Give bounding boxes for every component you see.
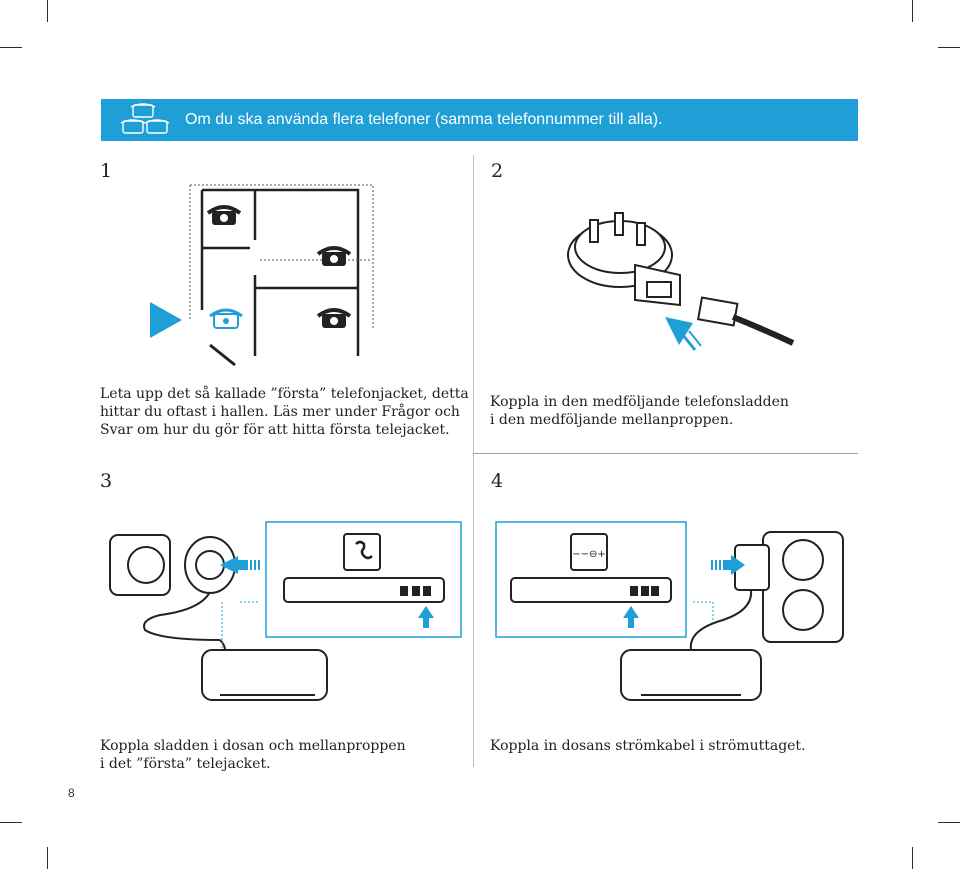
phones-icon bbox=[120, 103, 170, 134]
door-line bbox=[209, 343, 236, 367]
connect-box-illustration bbox=[109, 521, 462, 701]
caption-line: i det ”första” telejacket. bbox=[100, 756, 271, 772]
caption-line: i den medföljande mellanproppen. bbox=[490, 412, 734, 428]
header-banner: Om du ska använda flera telefoner (samma… bbox=[101, 99, 858, 141]
phone-icon bbox=[316, 246, 352, 266]
step-number-2: 2 bbox=[491, 160, 504, 182]
crop-mark bbox=[0, 822, 22, 823]
crop-mark bbox=[912, 0, 913, 22]
crop-mark bbox=[47, 847, 48, 869]
caption-line: Svar om hur du gör för att hitta första … bbox=[100, 422, 450, 438]
power-adapter-illustration: −−⊖+ bbox=[495, 521, 844, 701]
caption-line: Leta upp det så kallade ”första” telefon… bbox=[100, 386, 469, 402]
detail-frame bbox=[265, 521, 462, 638]
page-title: Om du ska använda flera telefoner (samma… bbox=[185, 111, 663, 128]
step-3-caption: Koppla sladden i dosan och mellanproppen… bbox=[100, 737, 406, 773]
detail-frame bbox=[495, 521, 687, 638]
page-number: 8 bbox=[68, 786, 75, 800]
power-port-icon bbox=[570, 533, 608, 571]
crop-mark bbox=[938, 822, 960, 823]
step-number-3: 3 bbox=[100, 470, 113, 492]
caption-line: Koppla in dosans strömkabel i strömuttag… bbox=[490, 738, 806, 754]
crop-mark bbox=[938, 47, 960, 48]
column-divider bbox=[473, 155, 474, 767]
phone-icon bbox=[206, 205, 242, 225]
up-arrow-icon bbox=[418, 606, 434, 628]
caption-line: Koppla in den medföljande telefonsladden bbox=[490, 394, 789, 410]
phone-jack-socket bbox=[646, 281, 672, 298]
row-divider bbox=[473, 453, 858, 454]
phone-icon bbox=[316, 308, 352, 328]
step-1-caption: Leta upp det så kallade ”första” telefon… bbox=[100, 385, 469, 439]
crop-mark bbox=[912, 847, 913, 869]
up-arrow-icon bbox=[623, 606, 639, 628]
step-2-caption: Koppla in den medföljande telefonsladden… bbox=[490, 393, 789, 429]
insert-arrow-icon bbox=[220, 556, 260, 574]
play-triangle-icon bbox=[150, 302, 182, 338]
plug-and-cable-illustration bbox=[567, 212, 795, 351]
caption-line: Koppla sladden i dosan och mellanproppen bbox=[100, 738, 406, 754]
step-4-caption: Koppla in dosans strömkabel i strömuttag… bbox=[490, 737, 806, 755]
step-number-1: 1 bbox=[100, 160, 113, 182]
floor-plan-illustration bbox=[150, 184, 374, 367]
insert-arrow-icon bbox=[665, 317, 702, 351]
step-number-4: 4 bbox=[491, 470, 504, 492]
crop-mark bbox=[47, 0, 48, 22]
insert-arrow-icon bbox=[711, 555, 745, 575]
phone-icon-blue bbox=[209, 308, 243, 329]
crop-mark bbox=[0, 47, 22, 48]
caption-line: hittar du oftast i hallen. Läs mer under… bbox=[100, 404, 460, 420]
power-symbol: −−⊖+ bbox=[572, 549, 606, 560]
